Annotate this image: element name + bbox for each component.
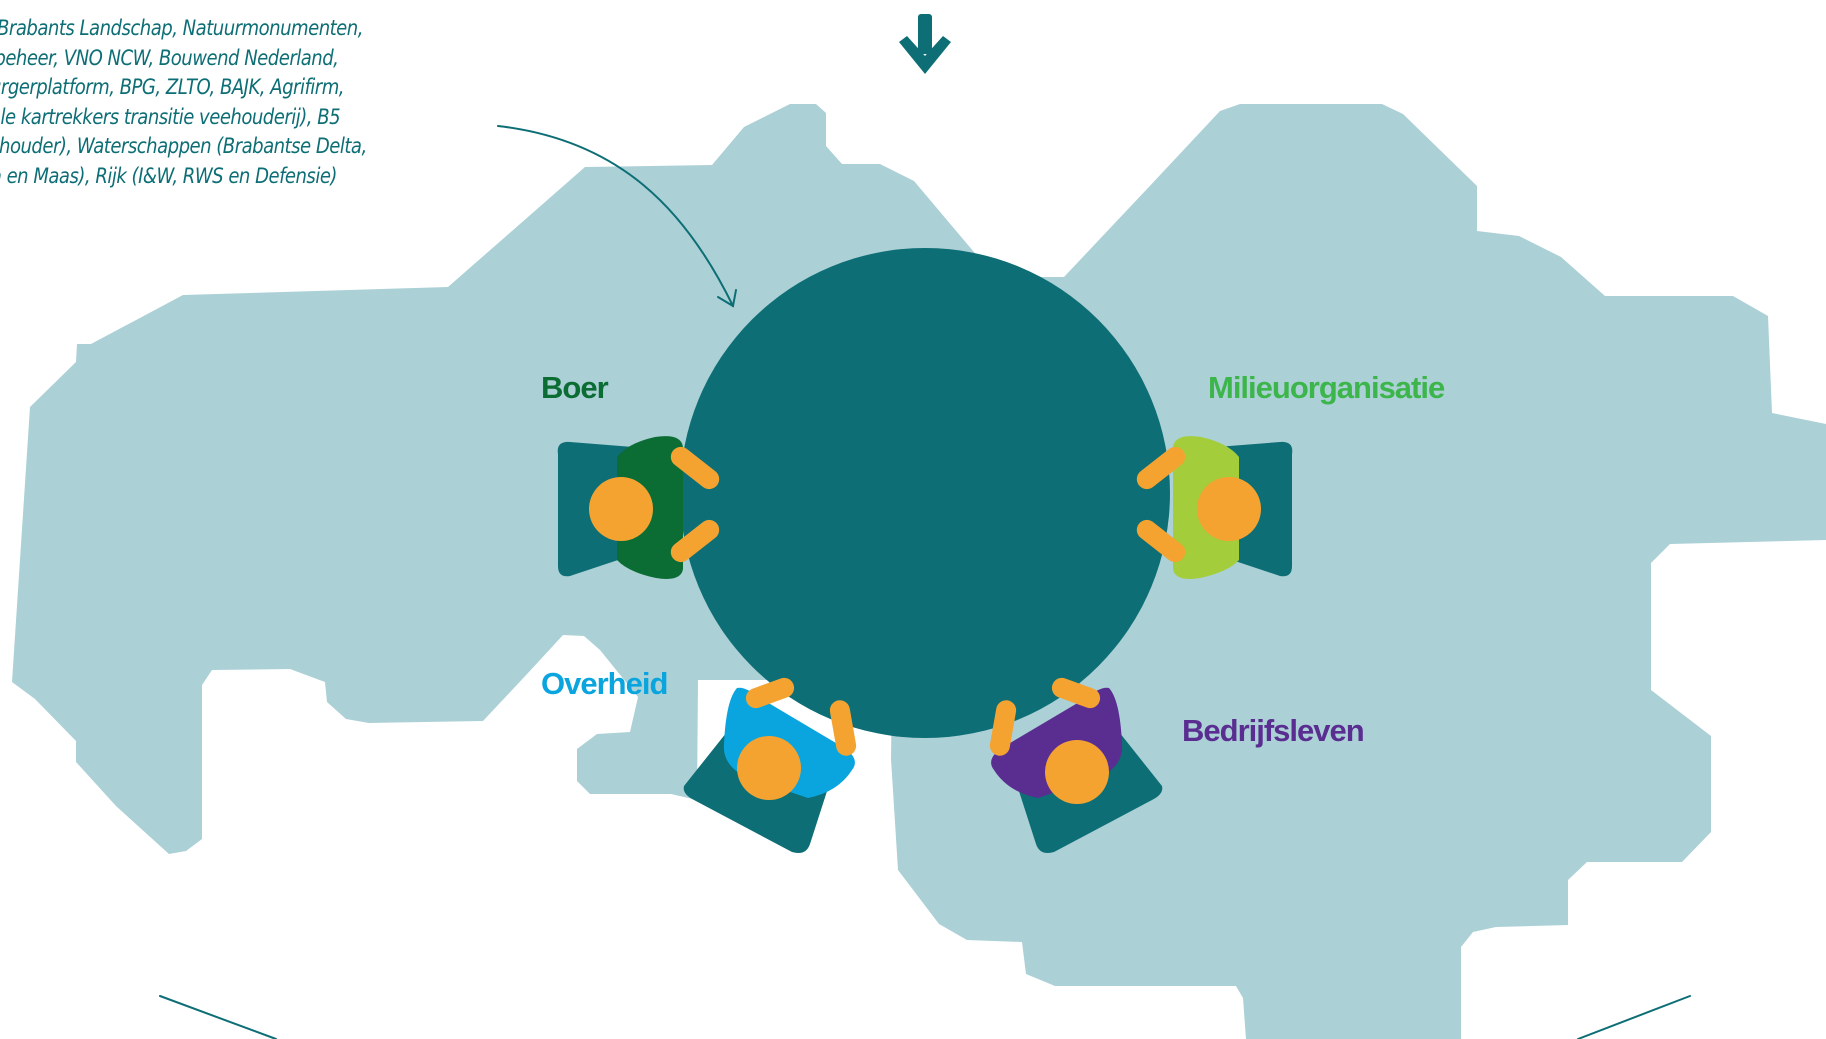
bottom-lines [159,995,1691,1039]
role-label-milieuorganisatie: Milieuorganisatie [1208,370,1445,405]
head-overheid [737,736,801,800]
stakeholder-note-line: MF, Brabants Landschap, Natuurmonumenten… [0,16,363,40]
round-table [680,248,1170,738]
stakeholder-note-line: s Burgerplatform, BPG, ZLTO, BAJK, Agrif… [0,75,345,99]
curved-arrow-icon [497,125,737,308]
head-bedrijfsleven [1045,740,1109,804]
role-label-boer: Boer [541,370,609,405]
arm-milieu-upper [1136,446,1186,490]
person-overheid [683,677,857,853]
stakeholder-note: MF, Brabants Landschap, Natuurmonumenten… [0,14,484,191]
arm-bedrijf-lower [989,700,1017,756]
person-boer [557,436,720,579]
arm-overheid-lower [829,700,857,756]
person-milieuorganisatie [1136,436,1293,579]
arm-overheid-upper [745,677,795,709]
arm-bedrijf-upper [1051,677,1101,709]
person-bedrijfsleven [989,677,1163,853]
head-boer [589,477,653,541]
head-milieuorganisatie [1197,477,1261,541]
arm-boer-upper [670,446,720,490]
role-label-bedrijfsleven: Bedrijfsleven [1182,713,1365,748]
stakeholder-note-line: bosbeheer, VNO NCW, Bouwend Nederland, [0,45,339,70]
stakeholder-note-line: l, Aa en Maas), Rijk (I&W, RWS en Defens… [0,163,337,188]
arm-milieu-lower [1136,519,1186,563]
role-label-overheid: Overheid [541,666,668,701]
arrow-down-icon [899,14,951,74]
stakeholder-note-line: ionale kartrekkers transitie veehouderij… [0,104,341,129]
stakeholder-note-line: uillehouder), Waterschappen (Brabantse D… [0,134,367,158]
arm-boer-lower [670,519,720,563]
